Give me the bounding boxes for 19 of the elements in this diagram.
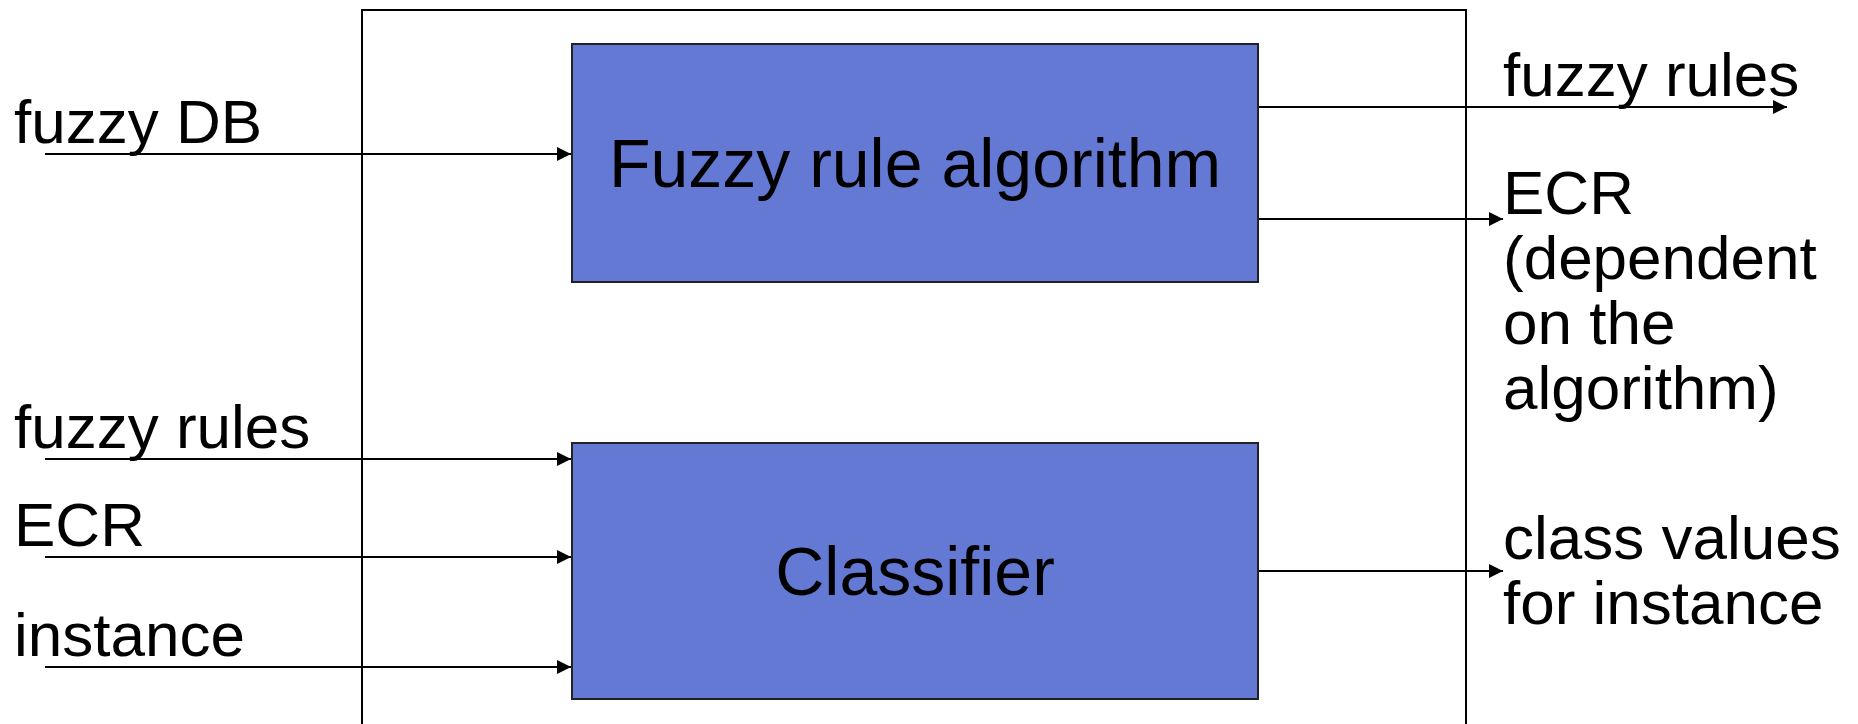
arrow (44, 452, 572, 466)
arrow (1258, 212, 1504, 226)
input-label: fuzzy DB (14, 89, 314, 154)
input-label: ECR (14, 492, 174, 557)
process-label: Fuzzy rule algorithm (608, 124, 1222, 202)
system-boundary-box (361, 9, 1467, 724)
arrow (1258, 564, 1504, 578)
arrow (1258, 100, 1788, 114)
arrow (44, 660, 572, 674)
output-label: fuzzy rules (1503, 42, 1843, 107)
process-box (571, 442, 1259, 700)
output-label: ECR (dependent on the algorithm) (1503, 160, 1853, 420)
arrow (44, 550, 572, 564)
output-label: class values for instance (1503, 505, 1855, 635)
arrow (44, 147, 572, 161)
input-label: fuzzy rules (14, 394, 354, 459)
process-label: Classifier (775, 532, 1055, 610)
input-label: instance (14, 602, 274, 667)
process-box (571, 43, 1259, 283)
